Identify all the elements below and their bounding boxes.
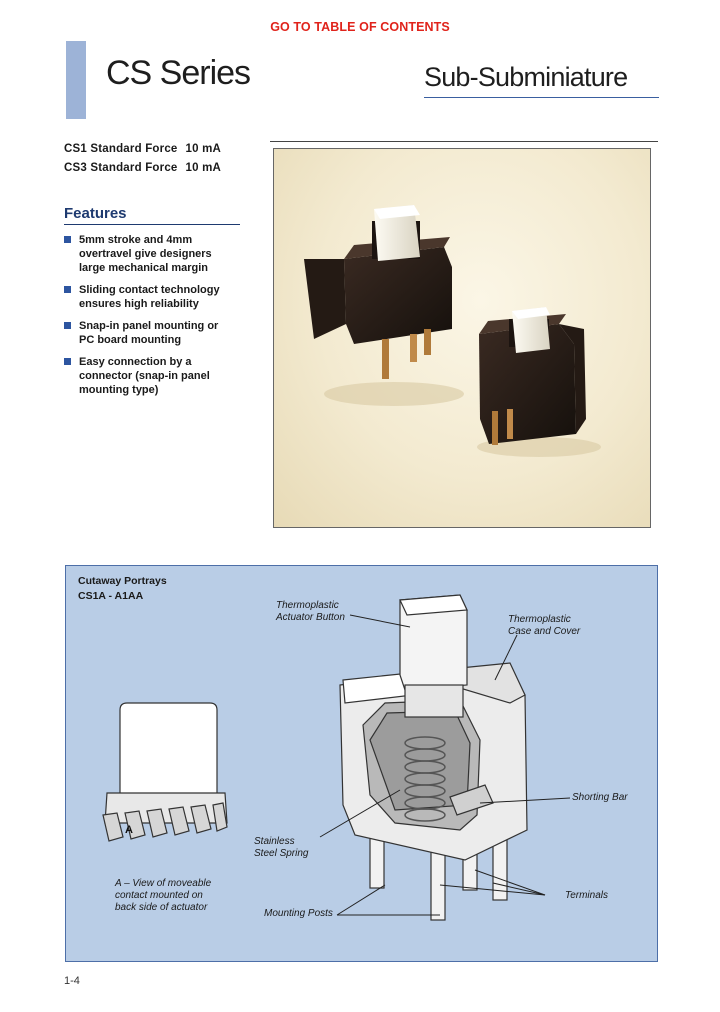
callout-actuator-button: Thermoplastic Actuator Button: [276, 600, 345, 623]
callout-mounting-posts: Mounting Posts: [264, 908, 333, 919]
subtitle-underline: [424, 97, 659, 98]
square-bullet-icon: [64, 358, 71, 365]
model-rating: 10 mA: [185, 162, 222, 174]
model-name: CS3 Standard Force: [64, 162, 178, 174]
section-accent-bar: [66, 41, 86, 119]
svg-text:A: A: [125, 824, 133, 836]
actuator-back-view: A: [102, 702, 228, 842]
product-photo: [273, 148, 651, 528]
square-bullet-icon: [64, 286, 71, 293]
model-list: CS1 Standard Force 10 mA CS3 Standard For…: [64, 140, 221, 178]
model-name: CS1 Standard Force: [64, 143, 178, 155]
callout-view-a: A – View of moveable contact mounted on …: [115, 878, 212, 913]
switch-photo-illustration: [304, 205, 601, 457]
model-row: CS1 Standard Force 10 mA: [64, 140, 221, 159]
feature-item: 5mm stroke and 4mm overtravel give desig…: [64, 233, 264, 275]
page-number: 1-4: [64, 975, 80, 987]
callout-terminals: Terminals: [565, 890, 608, 901]
series-title: CS Series: [106, 54, 251, 92]
category-subtitle: Sub-Subminiature: [424, 62, 628, 92]
features-heading: Features: [64, 205, 127, 222]
cutaway-title: Cutaway Portrays CS1A - A1AA: [78, 575, 167, 602]
feature-item: Easy connection by a connector (snap-in …: [64, 355, 264, 397]
square-bullet-icon: [64, 322, 71, 329]
model-rating: 10 mA: [185, 143, 222, 155]
model-row: CS3 Standard Force 10 mA: [64, 159, 221, 178]
cutaway-drawing: A: [102, 594, 571, 921]
feature-item: Snap-in panel mounting or PC board mount…: [64, 319, 264, 347]
features-underline: [64, 224, 240, 225]
callout-spring: Stainless Steel Spring: [254, 836, 309, 859]
callout-leader-lines: [319, 614, 571, 916]
table-of-contents-link[interactable]: GO TO TABLE OF CONTENTS: [270, 20, 450, 34]
features-list: 5mm stroke and 4mm overtravel give desig…: [64, 233, 264, 405]
switch-cutaway: [339, 594, 528, 921]
callout-shorting-bar: Shorting Bar: [572, 792, 628, 803]
callout-case-cover: Thermoplastic Case and Cover: [508, 614, 581, 637]
photo-top-rule: [270, 141, 658, 142]
feature-item: Sliding contact technology ensures high …: [64, 283, 264, 311]
square-bullet-icon: [64, 236, 71, 243]
